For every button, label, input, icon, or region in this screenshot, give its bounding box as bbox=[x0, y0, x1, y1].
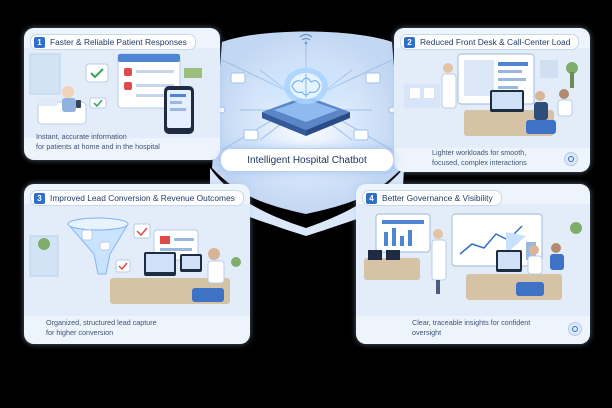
panel-3-caption-line-1: Organized, structured lead capture bbox=[46, 318, 157, 327]
panel-3-title: Improved Lead Conversion & Revenue Outco… bbox=[50, 193, 235, 203]
panel-2-header: 2 Reduced Front Desk & Call-Center Load bbox=[400, 34, 580, 50]
panel-3-header: 3 Improved Lead Conversion & Revenue Out… bbox=[30, 190, 244, 206]
panel-lead-conversion: 3 Improved Lead Conversion & Revenue Out… bbox=[24, 184, 250, 344]
panel-front-desk-load: 2 Reduced Front Desk & Call-Center Load … bbox=[394, 28, 590, 172]
panel-4-caption: Clear, traceable insights for confident … bbox=[412, 318, 530, 338]
panel-1-number: 1 bbox=[34, 36, 45, 48]
panel-2-title: Reduced Front Desk & Call-Center Load bbox=[420, 37, 571, 47]
magnifier-icon bbox=[568, 322, 582, 336]
panel-1-title: Faster & Reliable Patient Responses bbox=[50, 37, 187, 47]
center-title: Intelligent Hospital Chatbot bbox=[220, 148, 394, 172]
panel-1-caption: Instant, accurate information for patien… bbox=[36, 132, 160, 152]
hospital-room-illustration bbox=[24, 48, 220, 138]
panel-2-caption-line-2: focused, complex interactions bbox=[432, 158, 527, 167]
panel-4-title: Better Governance & Visibility bbox=[382, 193, 493, 203]
panel-3-caption: Organized, structured lead capture for h… bbox=[46, 318, 157, 338]
magnifier-icon bbox=[564, 152, 578, 166]
brain-chip-icon bbox=[284, 68, 328, 104]
panel-4-header: 4 Better Governance & Visibility bbox=[362, 190, 502, 206]
panel-4-caption-line-2: oversight bbox=[412, 328, 442, 337]
lead-funnel-illustration bbox=[24, 204, 250, 316]
panel-2-caption-line-1: Lighter workloads for smooth, bbox=[432, 148, 527, 157]
panel-1-header: 1 Faster & Reliable Patient Responses bbox=[30, 34, 196, 50]
panel-4-number: 4 bbox=[366, 192, 377, 204]
front-desk-illustration bbox=[394, 48, 590, 148]
panel-3-caption-line-2: for higher conversion bbox=[46, 328, 114, 337]
panel-2-number: 2 bbox=[404, 36, 415, 48]
wifi-icon bbox=[299, 33, 313, 41]
panel-1-caption-line-2: for patients at home and in the hospital bbox=[36, 142, 160, 151]
panel-3-number: 3 bbox=[34, 192, 45, 204]
panel-1-caption-line-1: Instant, accurate information bbox=[36, 132, 127, 141]
governance-illustration bbox=[356, 204, 590, 316]
panel-governance: 4 Better Governance & Visibility Clear, … bbox=[356, 184, 590, 344]
panel-patient-responses: 1 Faster & Reliable Patient Responses In… bbox=[24, 28, 220, 160]
panel-2-caption: Lighter workloads for smooth, focused, c… bbox=[432, 148, 527, 168]
panel-4-caption-line-1: Clear, traceable insights for confident bbox=[412, 318, 531, 327]
